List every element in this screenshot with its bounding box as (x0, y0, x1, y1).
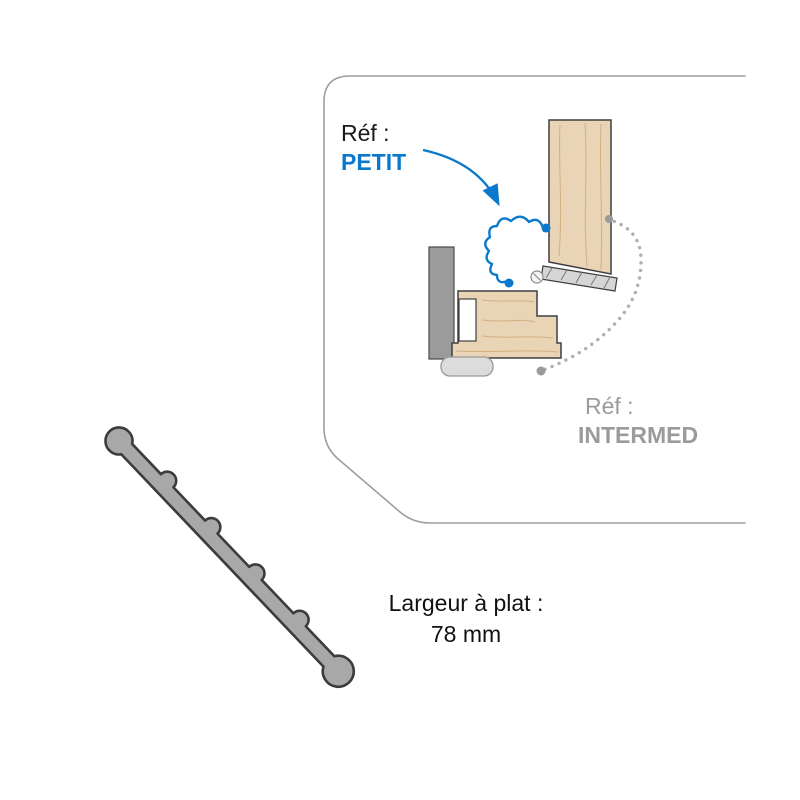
intermed-start-dot (605, 215, 613, 223)
flat-seal-shape (104, 426, 356, 689)
flat-seal-profile (104, 426, 356, 689)
wall-section (428, 246, 455, 360)
intermed-ref-name: INTERMED (578, 421, 699, 448)
door-panel-grain (558, 122, 603, 271)
flat-width-value: 78 mm (430, 621, 502, 648)
panel-outline (323, 75, 746, 524)
door-bottom-rail-hatch (545, 267, 611, 289)
threshold-wood (451, 290, 562, 359)
flat-width-caption: Largeur à plat : 78 mm (330, 588, 602, 650)
intermed-ref-prefix: Réf : (585, 393, 634, 419)
petit-arrow (422, 148, 500, 207)
petit-label: Réf : PETIT (341, 119, 406, 177)
screw-slot (533, 273, 541, 281)
petit-ref-name: PETIT (341, 148, 407, 175)
petit-seal-dot-top (541, 223, 551, 233)
threshold-base (440, 356, 494, 377)
intermed-label: Réf : INTERMED (578, 392, 698, 450)
petit-seal-profile (484, 215, 546, 284)
flat-width-caption-text: Largeur à plat : (388, 590, 544, 616)
threshold-groove (458, 298, 477, 342)
door-panel-wood (548, 119, 612, 275)
petit-seal-dot-bottom (504, 278, 514, 288)
petit-ref-prefix: Réf : (341, 120, 390, 146)
threshold-grain (455, 299, 559, 353)
intermed-seal-path (541, 217, 643, 372)
intermed-end-dot (536, 366, 546, 376)
